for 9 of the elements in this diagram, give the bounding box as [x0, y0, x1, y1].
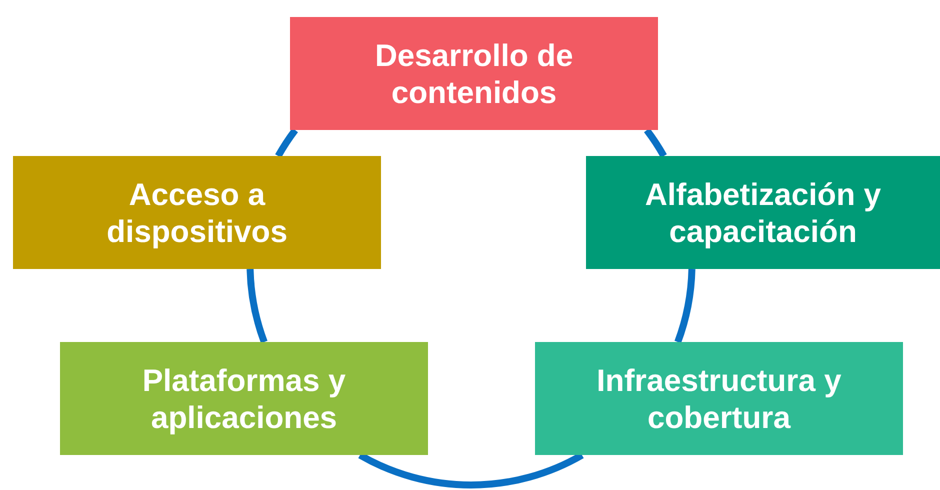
label-box: Alfabetización y capacitación [586, 156, 940, 269]
connector-arc [644, 128, 667, 158]
connector-arc [674, 268, 696, 344]
label-box: Desarrollo de contenidos [290, 17, 658, 130]
connector-arc [246, 268, 268, 344]
label-box: Infraestructura y cobertura [535, 342, 903, 455]
connector-arc [275, 128, 298, 158]
label-box: Plataformas y aplicaciones [60, 342, 428, 455]
label-box: Acceso a dispositivos [13, 156, 381, 269]
